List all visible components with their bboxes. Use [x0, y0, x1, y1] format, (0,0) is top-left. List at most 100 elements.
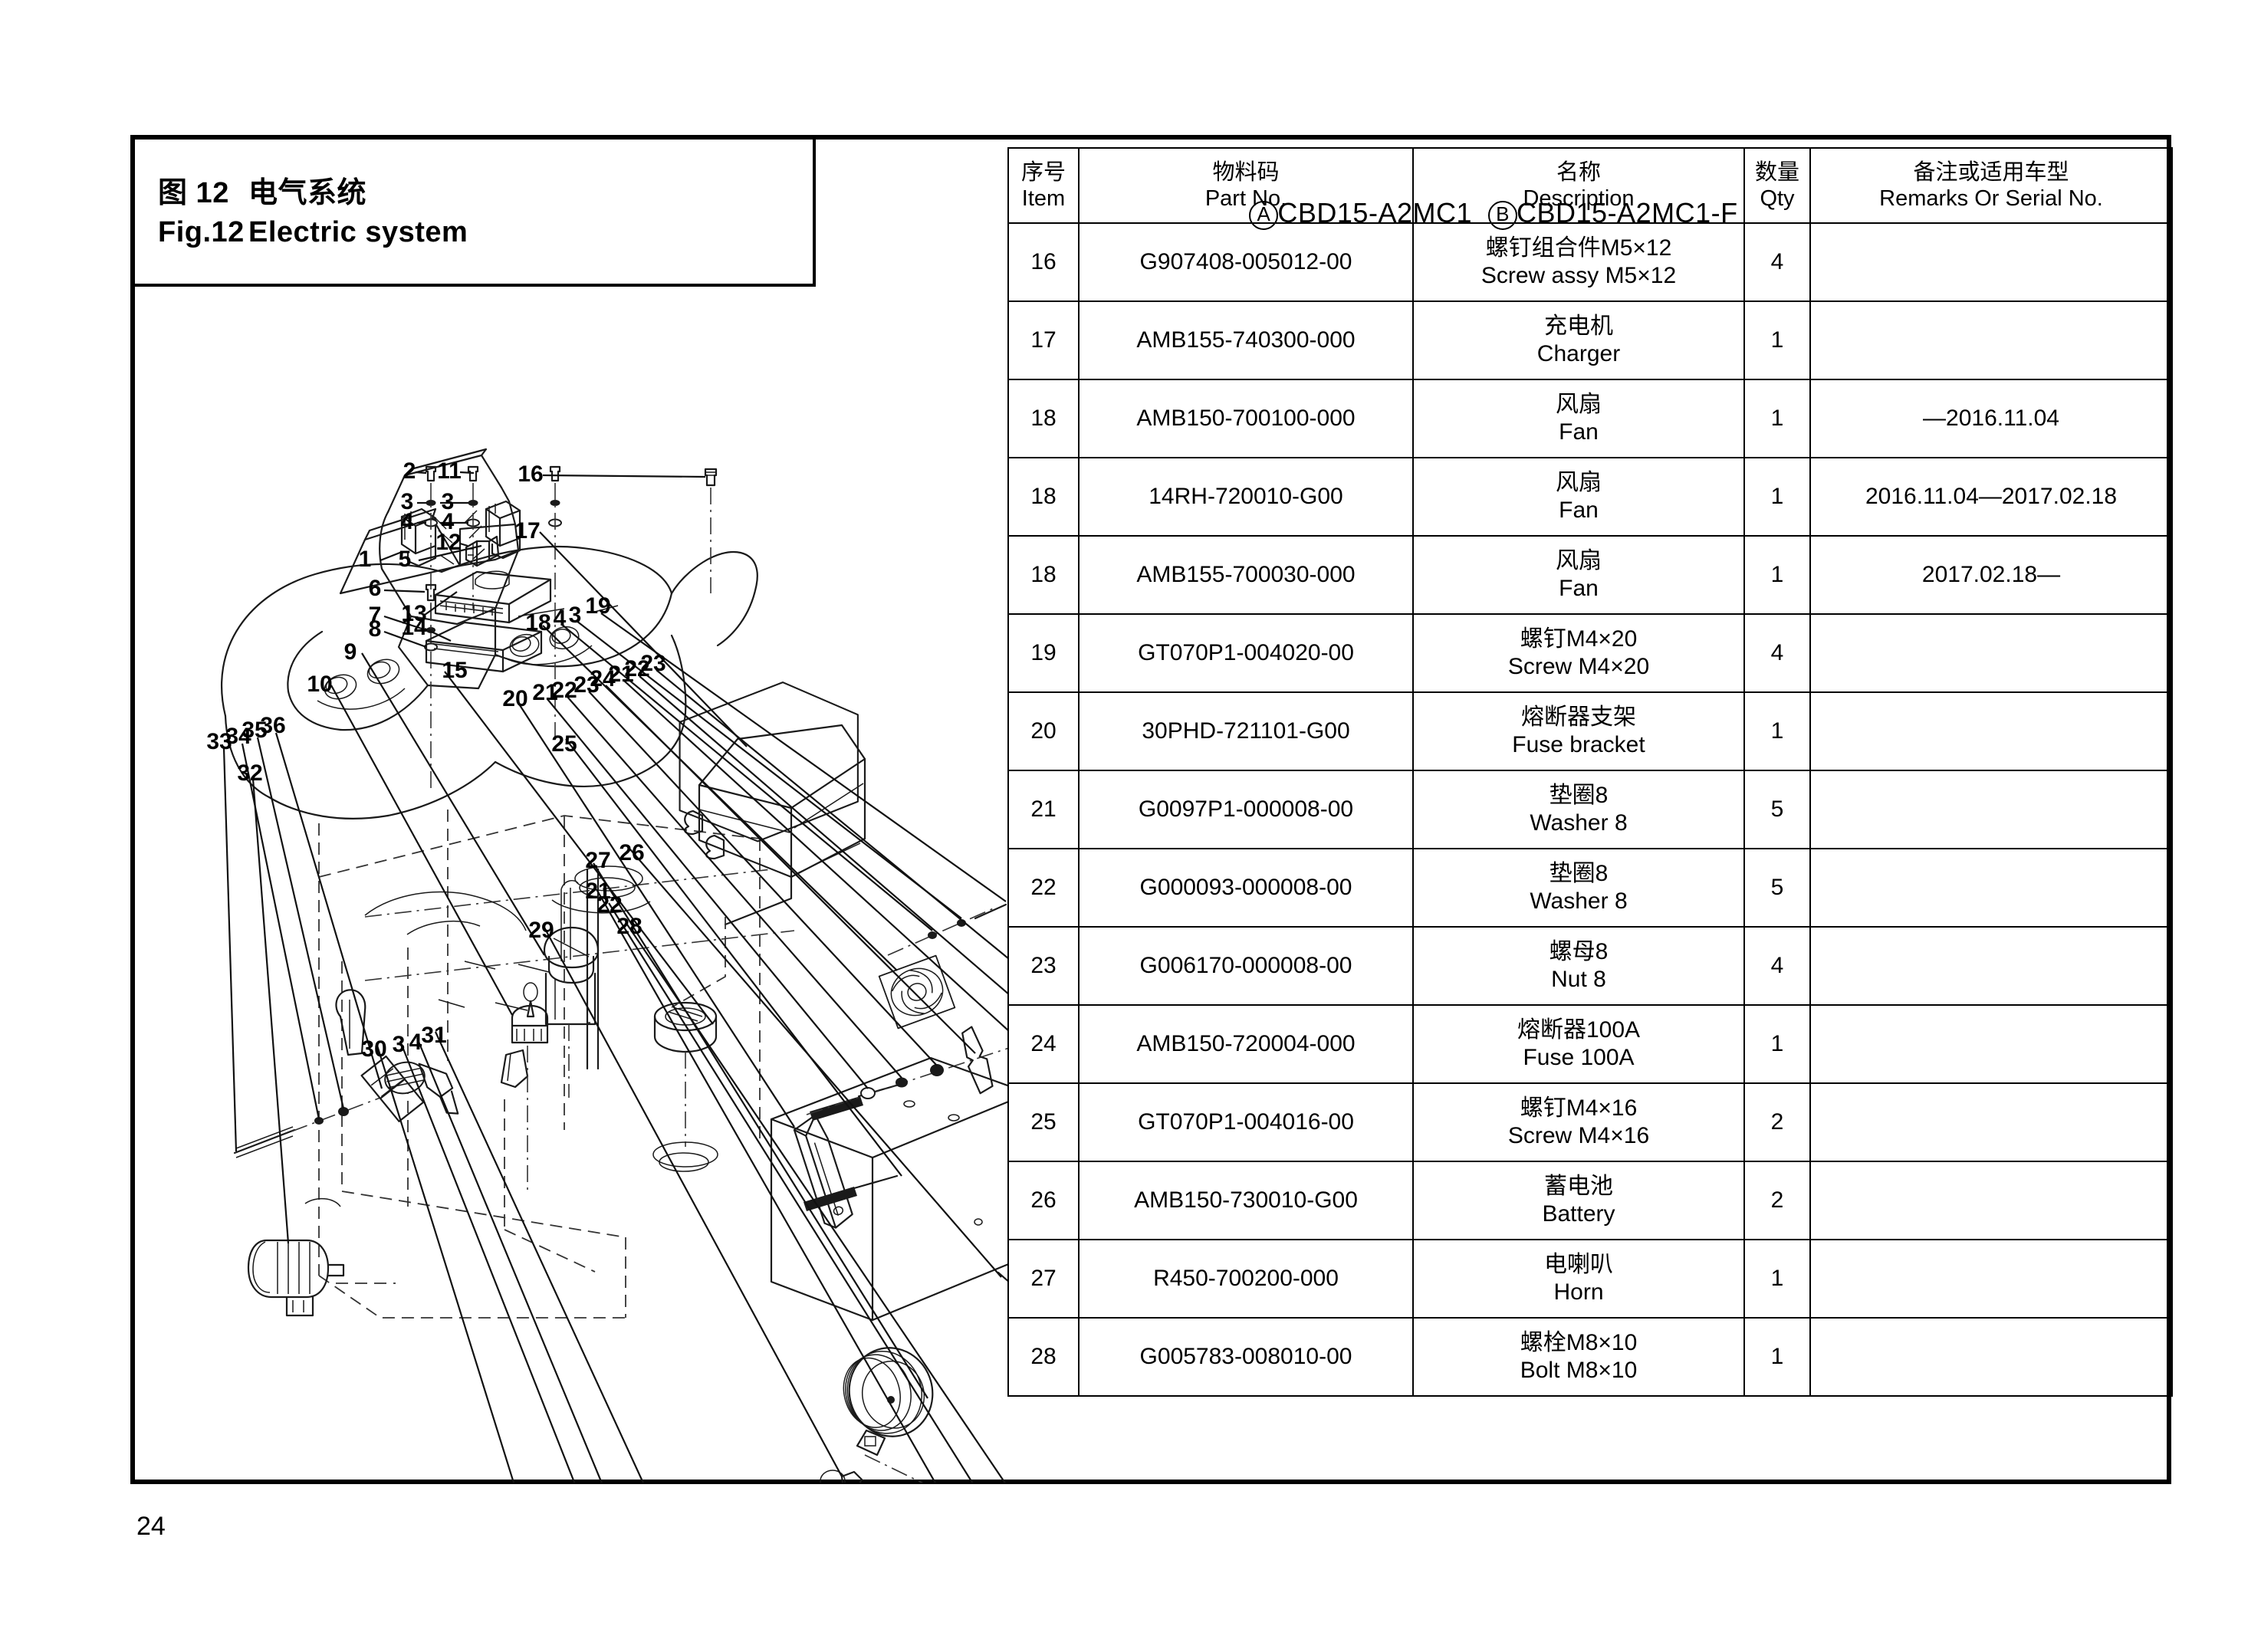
cell-part-no: 14RH-720010-G00 [1078, 457, 1414, 537]
cell-remarks [1809, 222, 2173, 302]
header-item-en: Item [1021, 186, 1066, 211]
cell-remarks: 2017.02.18— [1809, 535, 2173, 615]
description-cn: 螺钉组合件M5×12 [1485, 235, 1672, 261]
cell-description: 风扇 Fan [1412, 535, 1745, 615]
cell-part-no: G0097P1-000008-00 [1078, 770, 1414, 849]
callout-number-21b: 21 [608, 662, 633, 687]
description-en: Horn [1553, 1279, 1604, 1305]
cell-item: 28 [1007, 1317, 1080, 1397]
callout-number-3b: 3 [442, 489, 455, 514]
cell-item: 18 [1007, 535, 1080, 615]
cell-part-no: AMB150-720004-000 [1078, 1004, 1414, 1084]
callout-number-23: 23 [573, 672, 599, 698]
callout-number-5: 5 [399, 547, 412, 572]
left-small-parts [233, 1055, 425, 1317]
description-cn: 熔断器支架 [1521, 704, 1636, 730]
callout-number-13: 13 [401, 601, 426, 626]
header-remarks: 备注或适用车型 Remarks Or Serial No. [1809, 147, 2173, 224]
description-en: Fan [1559, 576, 1599, 601]
cell-remarks [1809, 848, 2173, 928]
callout-number-3d: 3 [393, 1032, 406, 1057]
header-part-no-en: Part No. [1204, 186, 1287, 211]
cell-qty: 1 [1743, 1239, 1811, 1319]
cell-part-no: G907408-005012-00 [1078, 222, 1414, 302]
cell-qty: 1 [1743, 1004, 1811, 1084]
callout-number-12: 12 [435, 530, 461, 555]
callout-number-29: 29 [528, 918, 554, 943]
figure-title-cn: 电气系统 [248, 177, 367, 209]
cell-remarks [1809, 1161, 2173, 1240]
parts-table-container: 序号 Item 物料码 Part No. 名称 Description 数量 Q… [1007, 147, 2173, 1483]
header-qty: 数量 Qty [1743, 147, 1811, 224]
cell-part-no: 30PHD-721101-G00 [1078, 691, 1414, 771]
cell-part-no: G006170-000008-00 [1078, 926, 1414, 1006]
cell-remarks [1809, 1317, 2173, 1397]
callout-number-27: 27 [585, 848, 610, 873]
cell-part-no: G000093-000008-00 [1078, 848, 1414, 928]
callout-number-20: 20 [502, 686, 527, 711]
cell-item: 23 [1007, 926, 1080, 1006]
header-item-cn: 序号 [1020, 159, 1066, 185]
cell-item: 19 [1007, 613, 1080, 693]
description-en: Washer 8 [1530, 888, 1628, 914]
callout-number-30: 30 [361, 1036, 386, 1062]
callout-number-24: 24 [590, 666, 616, 691]
callout-number-14: 14 [401, 615, 427, 640]
horn-part [820, 1347, 934, 1483]
description-en: Washer 8 [1530, 810, 1628, 836]
description-cn: 熔断器100A [1517, 1017, 1641, 1043]
callout-number-26: 26 [619, 840, 644, 865]
cell-qty: 1 [1743, 535, 1811, 615]
description-cn: 螺栓M8×10 [1520, 1330, 1638, 1355]
description-en: Screw M4×20 [1507, 654, 1650, 679]
cell-remarks: —2016.11.04 [1809, 379, 2173, 458]
cell-item: 24 [1007, 1004, 1080, 1084]
cell-qty: 5 [1743, 770, 1811, 849]
callout-number-22: 22 [551, 678, 577, 703]
callout-number-4c: 4 [554, 606, 567, 631]
cell-item: 26 [1007, 1161, 1080, 1240]
callout-number-15: 15 [442, 658, 467, 683]
cell-remarks [1809, 301, 2173, 380]
cell-item: 20 [1007, 691, 1080, 771]
cell-qty: 4 [1743, 926, 1811, 1006]
table-header-row: 序号 Item 物料码 Part No. 名称 Description 数量 Q… [1007, 147, 2173, 224]
callout-number-33: 33 [206, 729, 232, 754]
parts-table-header: 序号 Item 物料码 Part No. 名称 Description 数量 Q… [1007, 147, 2173, 224]
cell-qty: 2 [1743, 1161, 1811, 1240]
cell-item: 21 [1007, 770, 1080, 849]
cell-part-no: AMB150-730010-G00 [1078, 1161, 1414, 1240]
description-cn: 螺母8 [1549, 939, 1609, 964]
cell-item: 17 [1007, 301, 1080, 380]
description-cn: 螺钉M4×16 [1520, 1095, 1638, 1121]
callout-number-34: 34 [225, 724, 251, 749]
description-cn: 风扇 [1556, 548, 1602, 573]
cell-remarks [1809, 613, 2173, 693]
callout-number-21: 21 [532, 680, 557, 705]
cell-qty: 1 [1743, 691, 1811, 771]
description-cn: 垫圈8 [1549, 861, 1609, 886]
callout-number-11: 11 [437, 458, 462, 484]
cell-part-no: GT070P1-004020-00 [1078, 613, 1414, 693]
callout-number-17: 17 [514, 518, 540, 544]
header-remarks-en: Remarks Or Serial No. [1879, 186, 2103, 211]
callout-number-16: 16 [518, 461, 543, 487]
fan-part [878, 903, 1007, 1030]
cell-part-no: G005783-008010-00 [1078, 1317, 1414, 1397]
callout-number-3c: 3 [569, 603, 582, 628]
cell-qty: 1 [1743, 1317, 1811, 1397]
cell-item: 16 [1007, 222, 1080, 302]
